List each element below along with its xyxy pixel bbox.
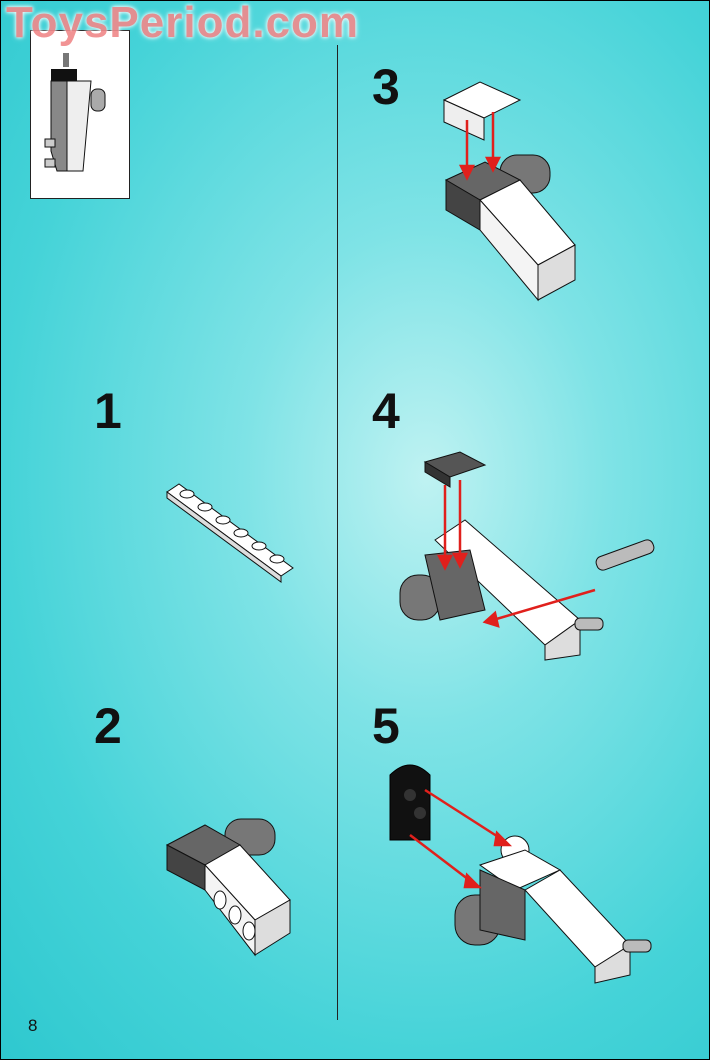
step-5-assembly-illustration xyxy=(389,764,652,984)
step-number-3: 3 xyxy=(372,59,400,115)
step-3-assembly-illustration xyxy=(442,81,576,302)
step-number-4: 4 xyxy=(372,383,400,439)
step-number-1: 1 xyxy=(94,383,122,439)
step-1-plate-illustration xyxy=(166,483,294,583)
red-arrows xyxy=(436,480,596,628)
step-4-assembly-illustration xyxy=(399,451,655,661)
completed-model-thumbnail xyxy=(30,30,130,199)
model-preview-image xyxy=(44,53,106,172)
column-divider xyxy=(337,45,338,1020)
red-arrows xyxy=(409,788,513,889)
red-arrows xyxy=(458,112,502,181)
step-2-assembly-illustration xyxy=(165,818,291,957)
watermark-logo: ToysPeriod.com xyxy=(6,0,360,47)
step-number-5: 5 xyxy=(372,698,400,754)
page-number: 8 xyxy=(28,1016,38,1035)
step-number-2: 2 xyxy=(94,698,122,754)
